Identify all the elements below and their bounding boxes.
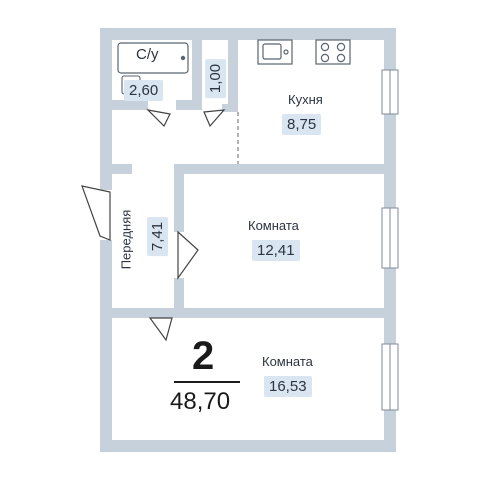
room1-area: 12,41 — [252, 240, 300, 261]
room1-door — [177, 230, 199, 280]
doors — [81, 109, 226, 342]
wc-area: 1,00 — [205, 58, 227, 99]
stove-icon — [315, 39, 351, 65]
kitchen-sink-icon — [257, 39, 293, 65]
total-divider — [174, 381, 240, 383]
bath-door — [146, 109, 171, 128]
bathtub-icon — [117, 42, 189, 74]
room2-door — [148, 317, 173, 342]
bathroom-area: 2,60 — [124, 80, 164, 101]
bathroom-label: С/у — [136, 46, 159, 63]
kitchen-name: Кухня — [288, 92, 323, 107]
hall-name: Передняя — [118, 209, 134, 270]
room1-name: Комната — [248, 218, 299, 233]
windows — [381, 69, 399, 411]
interior-walls — [112, 40, 384, 318]
total-area: 48,70 — [170, 388, 231, 415]
kitchen-area: 8,75 — [282, 114, 322, 135]
outer-walls — [100, 28, 396, 452]
wc-door — [203, 109, 226, 128]
room2-area: 16,53 — [264, 376, 312, 397]
rooms-count: 2 — [192, 334, 215, 378]
entrance-door — [81, 185, 111, 241]
hall-area: 7,41 — [147, 216, 169, 257]
room2-name: Комната — [262, 354, 313, 369]
